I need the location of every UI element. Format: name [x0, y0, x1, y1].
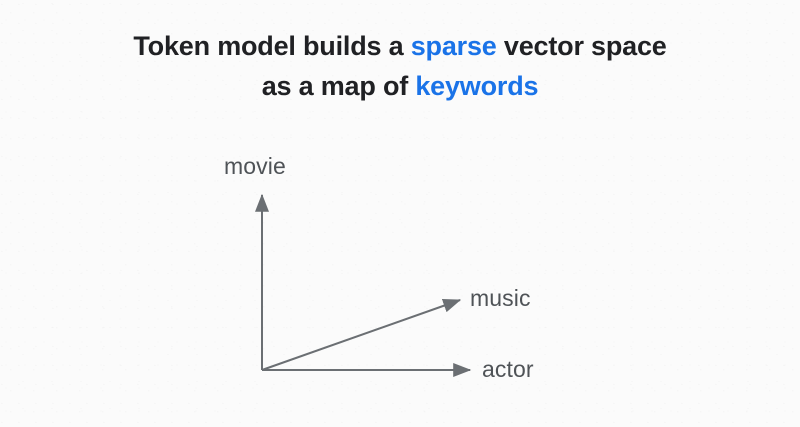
- axis-label-music: music: [470, 285, 531, 311]
- axis-label-movie: movie: [224, 153, 286, 179]
- title-highlight-sparse: sparse: [410, 31, 497, 61]
- axes-svg: [255, 193, 472, 377]
- title-line2-text-before: as a map of: [261, 71, 416, 101]
- title-highlight-keywords: keywords: [415, 71, 539, 101]
- title-line1-text-before: Token model builds a: [133, 31, 411, 61]
- title-line-1: Token model builds a sparse vector space: [0, 26, 800, 66]
- slide-title: Token model builds a sparse vector space…: [0, 26, 800, 106]
- vector-space-diagram: movie music actor: [180, 140, 620, 410]
- title-line-2: as a map of keywords: [0, 66, 800, 106]
- axis-line-music: [261, 299, 462, 371]
- axis-label-actor: actor: [482, 356, 534, 382]
- title-line1-text-after: vector space: [496, 31, 667, 61]
